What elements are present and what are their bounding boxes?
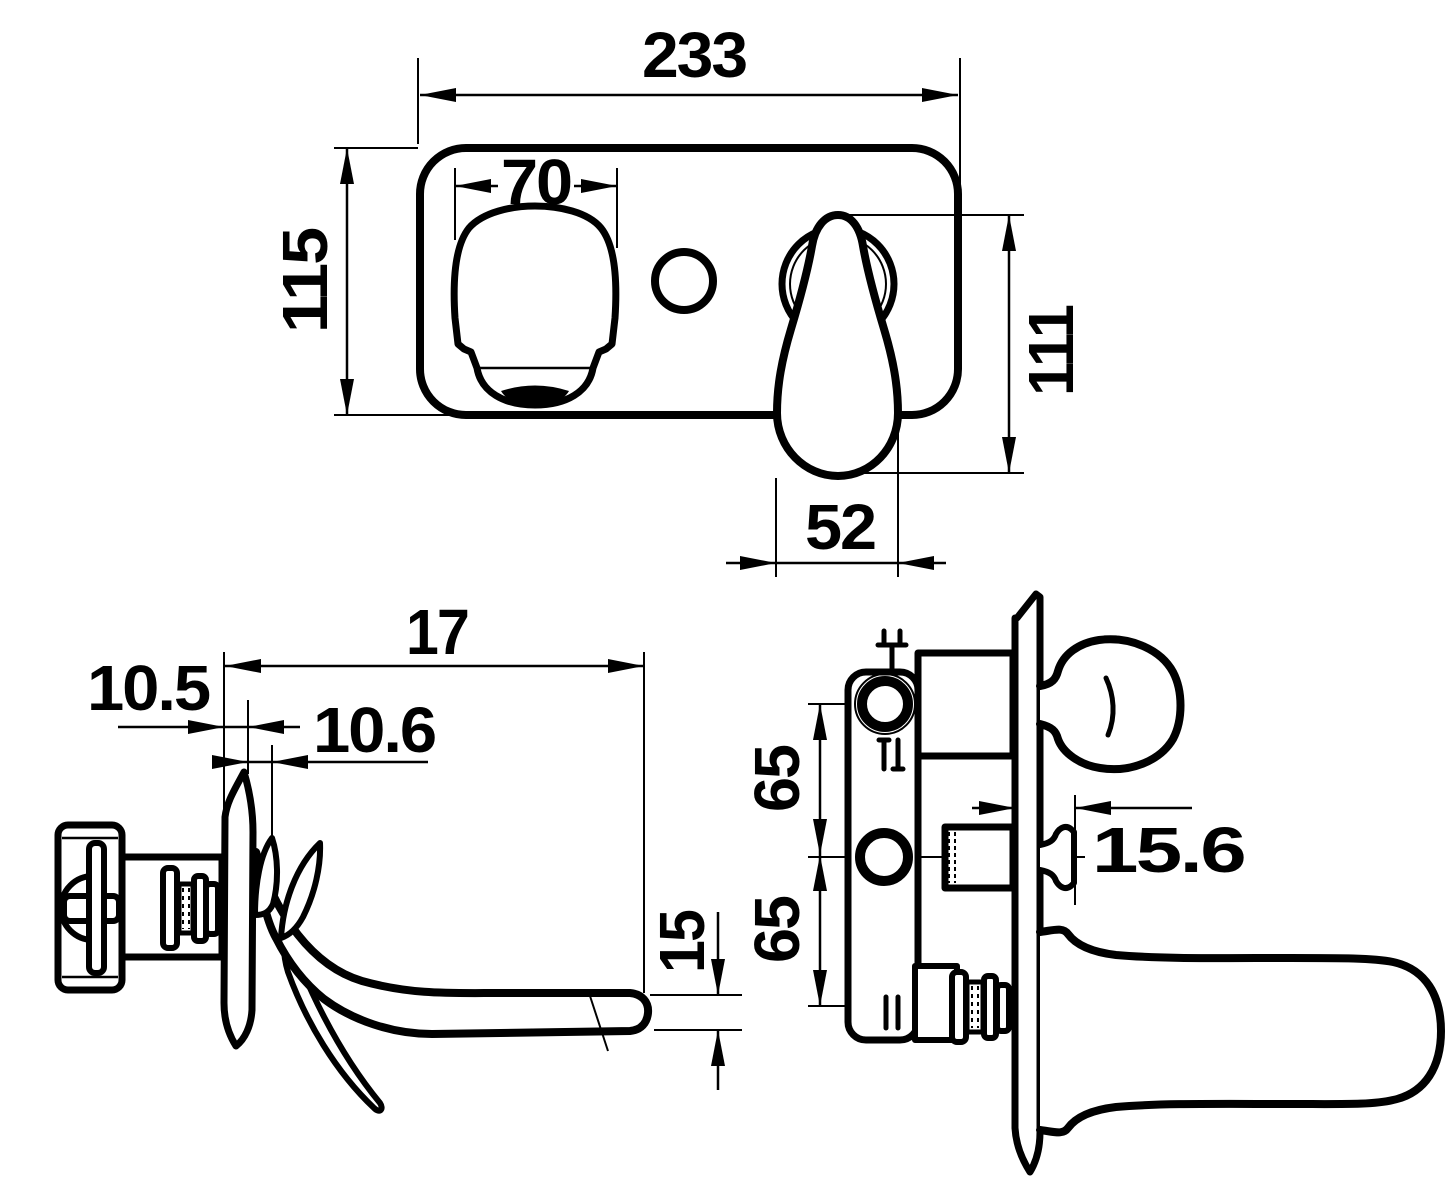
dim-label-233: 233 [642,19,746,91]
side-valve-body [54,821,226,994]
dim-label-52: 52 [805,491,875,563]
wall-plate-side [220,768,257,1050]
front-view: 233 70 115 111 [269,19,1087,577]
dim-label-65-lower: 65 [741,897,813,963]
break-ticks-top [876,737,906,772]
side-view: 17 10.5 10.6 15 [54,596,742,1114]
handle-stem-flange-1 [949,969,969,1045]
dim-label-15: 15 [646,911,718,973]
dim-label-115: 115 [269,229,341,333]
diverter-button [651,248,717,314]
dim-spacing: 65 65 [741,704,827,1006]
hole-top-outer [854,673,916,735]
spout-side [252,848,653,1038]
dim-label-15-6: 15.6 [1092,814,1245,886]
dim-outlet-projection: 15.6 [972,795,1247,905]
outlet-thread [948,832,956,883]
dim-label-70: 70 [501,146,571,218]
dim-spout-offset: 10.6 [212,694,437,840]
lever-handle-plan [1036,925,1445,1137]
dim-plate-width: 233 [417,19,961,186]
handle-stem-thread [964,979,986,1035]
plan-view: 65 65 15.6 [741,590,1445,1176]
dim-plate-height: 115 [269,147,462,416]
stem-flange-1 [160,865,180,951]
dim-plate-offset: 10.5 [87,652,300,774]
dim-spout-tip: 15 [646,911,742,1090]
hole-mid [855,828,913,886]
pipe-stub [875,628,909,673]
dim-label-17: 17 [406,596,468,668]
section-tick [589,995,609,1052]
dim-handle-height: 111 [843,214,1087,474]
spout-fin-1 [252,835,281,918]
spout-cover-plan [1036,635,1185,774]
outlet-block [941,823,1017,892]
hole-top [857,676,913,732]
dim-projection: 17 [223,596,645,993]
wall-plate-plan [1011,590,1044,1176]
spout-fin-2 [278,840,324,941]
dim-label-65-upper: 65 [741,746,813,812]
outlet-trumpet [1037,823,1077,892]
dim-label-10-6: 10.6 [313,694,435,766]
dim-label-10-5: 10.5 [87,652,209,724]
spout-cover-highlight [1103,675,1116,738]
lever-handle-front [773,211,902,480]
dim-handle-width: 52 [726,432,946,577]
spout-fin-long [280,923,385,1114]
handle-stem-flange-3 [994,982,1012,1034]
valve-cross-v [86,840,107,976]
wall-plate-front [416,144,962,419]
spout-opening [501,385,569,406]
break-ticks-bottom [883,994,901,1031]
stem-flange-3 [203,881,221,937]
cartridge-block [914,649,1017,760]
stem-thread [176,881,196,936]
spout-cover-front [450,202,620,409]
dim-spout-width: 70 [454,146,618,248]
dim-label-111: 111 [1015,306,1087,396]
